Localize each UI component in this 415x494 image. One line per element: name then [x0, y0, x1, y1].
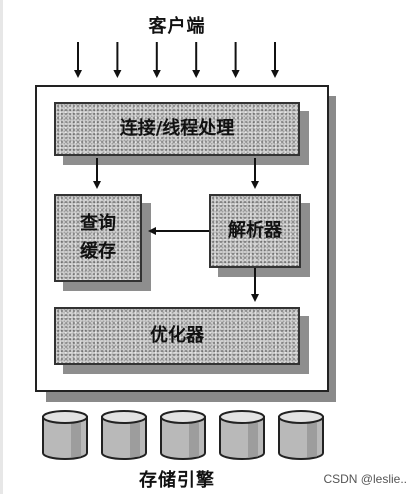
storage-cylinder-icon: [42, 410, 88, 460]
csdn-watermark: CSDN @leslie..: [323, 472, 407, 486]
storage-engine-label: 存储引擎: [139, 470, 215, 491]
optimizer-box-label: 优化器: [150, 325, 204, 346]
query-cache-box: 查询 缓存: [54, 194, 142, 282]
storage-cylinder-icon: [160, 410, 206, 460]
parser-box: 解析器: [209, 194, 301, 268]
optimizer-box: 优化器: [54, 307, 300, 365]
storage-engine-cylinders-group: [42, 410, 324, 460]
left-edge-border: [0, 0, 3, 494]
query-cache-label-line-2: 缓存: [80, 241, 116, 262]
client-label: 客户端: [148, 16, 206, 37]
storage-cylinder-icon: [278, 410, 324, 460]
connection-thread-handling-box: 连接/线程处理: [54, 102, 300, 156]
connection-box-label: 连接/线程处理: [119, 118, 235, 139]
parser-box-label: 解析器: [228, 220, 282, 241]
storage-cylinder-icon: [219, 410, 265, 460]
query-cache-label-line-1: 查询: [80, 213, 116, 234]
storage-cylinder-icon: [101, 410, 147, 460]
client-arrows-group: [74, 42, 279, 78]
